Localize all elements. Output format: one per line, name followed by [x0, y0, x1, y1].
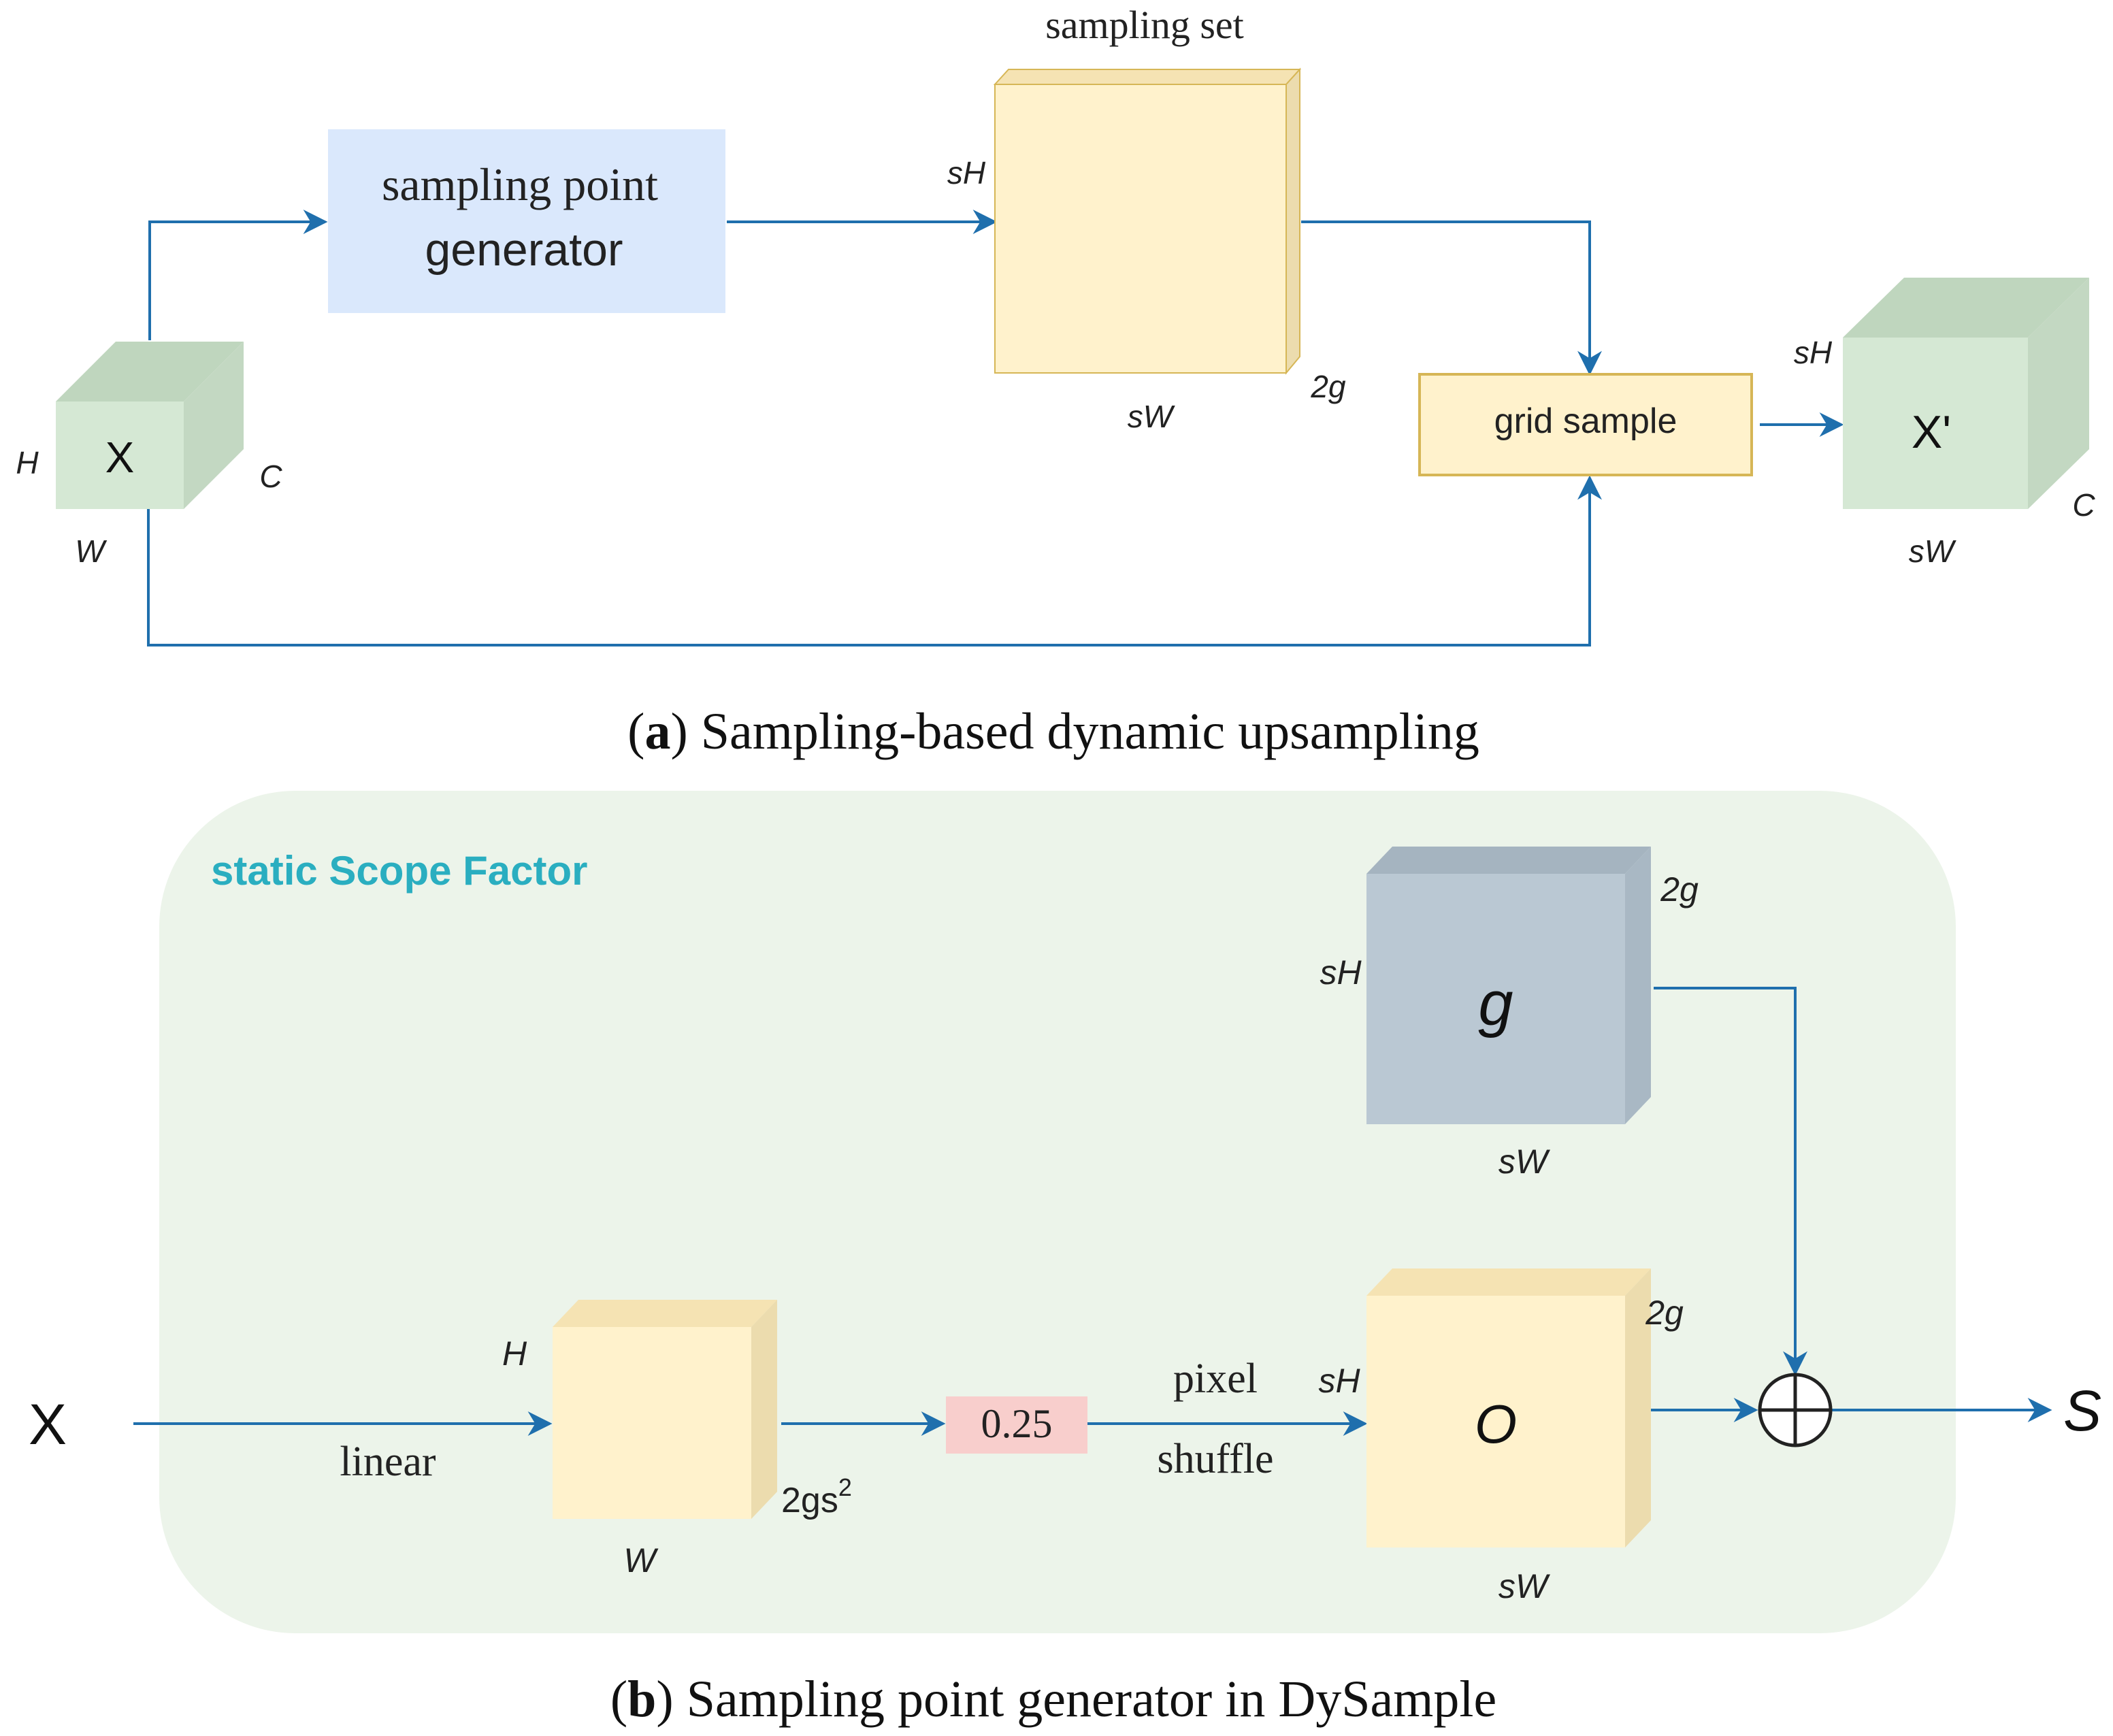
cube-top-face: [1366, 1268, 1651, 1296]
output-cube-c-label: C: [2072, 487, 2095, 523]
g-cube-h-label: sH: [1320, 953, 1362, 992]
cube-front-face: [994, 84, 1287, 374]
o-cube: O sH sW 2g: [1318, 1268, 1684, 1605]
cube-side-face: [1625, 847, 1651, 1124]
cube-top-face: [56, 342, 244, 402]
cube-side-face: [184, 342, 244, 509]
cube-top-face: [553, 1300, 777, 1327]
generator-label-line1: sampling point: [382, 159, 658, 210]
grid-sample-box: [1418, 373, 1753, 476]
output-s-label: S: [2063, 1379, 2101, 1443]
arrow-sampling-set-to-grid-sample: [1301, 220, 1602, 376]
panel-b: static Scope Factor X linear H W 2gs2 0.…: [29, 791, 2101, 1728]
sampling-set-h-label: sH: [947, 155, 986, 191]
arrow-x-to-generator: [148, 210, 328, 340]
input-x-label: X: [29, 1392, 67, 1456]
linear-cube-c-sup: 2: [838, 1473, 852, 1501]
caption-b-text: ) Sampling point generator in DySample: [656, 1671, 1496, 1728]
cube-top-face: [1843, 278, 2089, 338]
caption-b-letter: b: [627, 1671, 656, 1728]
cube-front-face: [553, 1327, 751, 1519]
linear-cube-c-base: 2gs: [781, 1481, 838, 1520]
pixel-shuffle-line1: pixel: [1173, 1356, 1258, 1402]
scope-factor-box: [946, 1396, 1087, 1454]
input-cube-h-label: H: [16, 445, 39, 480]
region-title: static Scope Factor: [211, 848, 588, 894]
arrow-x-to-grid-sample: [147, 475, 1602, 646]
g-cube-label: g: [1478, 969, 1513, 1038]
panel-b-connectors: [133, 987, 2052, 1436]
cube-front-face: [1843, 338, 2028, 509]
linear-output-cube: H W 2gs2: [502, 1300, 852, 1579]
o-cube-c-label: 2g: [1645, 1294, 1684, 1332]
sampling-point-generator: sampling point generator: [328, 129, 725, 313]
caption-b: (b) Sampling point generator in DySample: [610, 1671, 1496, 1728]
input-cube-c-label: C: [259, 459, 282, 494]
cube-top-face: [993, 69, 1302, 85]
caption-a-letter: a: [644, 703, 670, 760]
grid-sample: grid sample: [1418, 373, 1753, 476]
generator-box: [328, 129, 725, 313]
input-cube-label: X: [105, 433, 135, 482]
add-operator: [1758, 1373, 1833, 1447]
cube-front-face: [56, 402, 184, 509]
linear-label: linear: [340, 1439, 436, 1485]
o-cube-h-label: sH: [1318, 1362, 1360, 1400]
g-cube: g sH sW 2g: [1320, 847, 1699, 1181]
sampling-set-w-label: sW: [1128, 399, 1176, 434]
caption-a-text: ) Sampling-based dynamic upsampling: [670, 703, 1479, 760]
sampling-set-cube: sampling set sH sW 2g: [947, 3, 1346, 434]
panel-a-connectors: [147, 210, 1844, 646]
cube-front-face: [1366, 874, 1625, 1124]
cube-front-face: [1366, 1296, 1625, 1547]
cube-side-face: [1285, 67, 1300, 375]
cube-top-face: [1366, 847, 1651, 874]
linear-cube-w-label: W: [623, 1541, 659, 1579]
output-cube-x-prime: X' sH sW C: [1794, 278, 2095, 569]
linear-cube-c-label: 2gs2: [781, 1473, 852, 1520]
generator-label-line2: generator: [425, 224, 623, 276]
output-cube-w-label: sW: [1909, 534, 1957, 569]
output-cube-label: X': [1912, 406, 1951, 458]
sampling-set-c-label: 2g: [1310, 369, 1346, 404]
cube-side-face: [1625, 1268, 1651, 1547]
linear-cube-h-label: H: [502, 1334, 527, 1373]
scope-factor-value: 0.25: [981, 1401, 1053, 1446]
cube-side-face: [2028, 278, 2089, 509]
static-scope-region: [159, 791, 1956, 1633]
output-cube-h-label: sH: [1794, 335, 1833, 370]
scope-factor: 0.25: [946, 1396, 1087, 1454]
grid-sample-label: grid sample: [1494, 402, 1677, 441]
g-cube-c-label: 2g: [1660, 870, 1699, 908]
arrow-g-cube-to-add: [1654, 987, 1807, 1376]
g-cube-w-label: sW: [1498, 1143, 1551, 1181]
o-cube-w-label: sW: [1498, 1567, 1551, 1605]
input-cube-x: X H W C: [16, 342, 282, 569]
input-cube-w-label: W: [75, 534, 108, 569]
cube-side-face: [751, 1300, 777, 1519]
panel-a: X H W C sampling point generator samplin…: [16, 3, 2095, 760]
caption-a: (a) Sampling-based dynamic upsampling: [627, 703, 1479, 760]
o-cube-label: O: [1475, 1394, 1517, 1454]
sampling-set-title: sampling set: [1045, 3, 1244, 47]
pixel-shuffle-line2: shuffle: [1157, 1436, 1273, 1482]
